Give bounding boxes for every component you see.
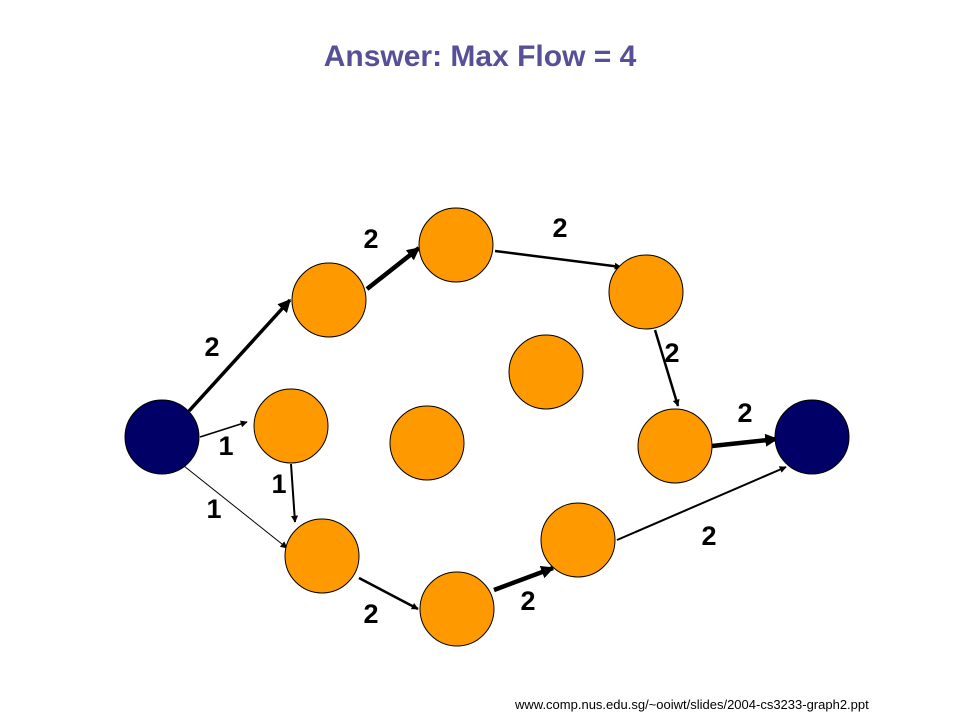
edge-b-c-arrow bbox=[494, 249, 622, 270]
edges-layer bbox=[183, 246, 787, 611]
edge-h-i-flow-label: 2 bbox=[363, 599, 378, 629]
graph-node-b bbox=[418, 207, 494, 283]
edge-j-t-flow-label: 2 bbox=[701, 521, 716, 551]
edge-f-h-arrow bbox=[290, 463, 299, 523]
source-citation: www.comp.nus.edu.sg/~ooiwt/slides/2004-c… bbox=[515, 697, 869, 712]
edge-s-h-flow-label: 1 bbox=[206, 494, 221, 524]
edge-f-h-flow-label: 1 bbox=[271, 469, 286, 499]
edge-c-d-flow-label: 2 bbox=[664, 338, 679, 368]
labels-layer: 2 2 2 2 2 1 1 1 2 2 2 bbox=[204, 213, 752, 629]
edge-s-f-arrow bbox=[199, 420, 248, 438]
graph-node-f bbox=[253, 388, 329, 464]
edge-s-a-flow-label: 2 bbox=[204, 332, 219, 362]
edge-a-b-flow-label: 2 bbox=[363, 224, 378, 254]
graph-node-g bbox=[389, 405, 465, 481]
nodes-layer bbox=[124, 207, 850, 647]
graph-node-i bbox=[419, 571, 495, 647]
edge-h-i-arrow bbox=[358, 576, 419, 611]
graph-node-a bbox=[291, 262, 367, 338]
page-title: Answer: Max Flow = 4 bbox=[323, 40, 637, 73]
graph-node-c bbox=[608, 254, 684, 330]
edge-a-b-arrow bbox=[365, 246, 421, 291]
edge-c-d-arrow bbox=[653, 329, 680, 407]
sink-node bbox=[774, 399, 850, 475]
edge-j-t-arrow bbox=[616, 466, 787, 541]
edge-s-f-flow-label: 1 bbox=[218, 431, 233, 461]
graph-node-e bbox=[508, 334, 584, 410]
edge-d-t-arrow bbox=[711, 433, 779, 449]
edge-b-c-flow-label: 2 bbox=[552, 213, 567, 243]
edge-d-t-flow-label: 2 bbox=[737, 398, 752, 428]
edge-s-h-arrow bbox=[183, 465, 288, 549]
edge-i-j-flow-label: 2 bbox=[520, 586, 535, 616]
source-node bbox=[124, 399, 200, 475]
edge-i-j-arrow bbox=[493, 565, 555, 593]
graph-node-j bbox=[540, 502, 616, 578]
graph-node-h bbox=[284, 518, 360, 594]
graph-node-d bbox=[637, 408, 713, 484]
edge-s-a-arrow bbox=[187, 298, 292, 413]
